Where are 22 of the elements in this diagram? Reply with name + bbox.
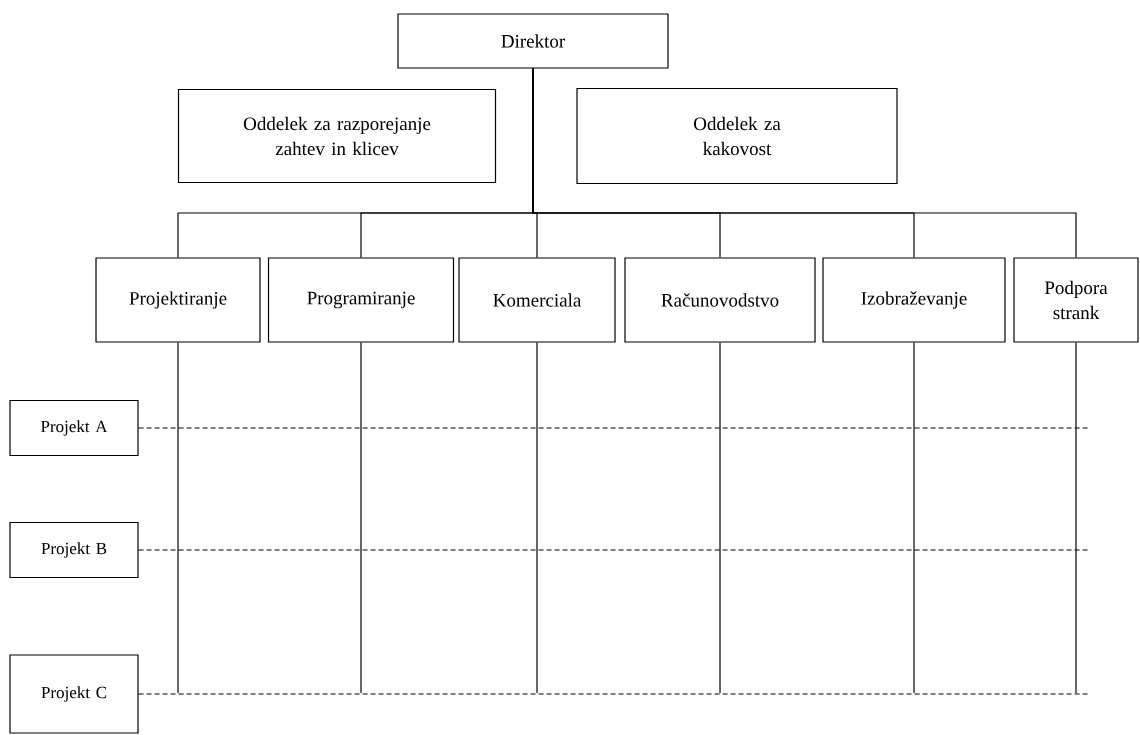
project-box: Projekt C [9, 654, 139, 734]
org-box: Oddelek za razporejanje zahtev in klicev [177, 88, 497, 184]
column-line [719, 342, 721, 694]
column-line [1075, 342, 1077, 694]
project-box: Projekt A [9, 399, 139, 457]
dashed-line [138, 693, 1089, 695]
org-box: Komerciala [458, 257, 616, 343]
dashed-line [138, 427, 1089, 429]
column-line [360, 342, 362, 694]
org-box: Projektiranje [95, 257, 261, 343]
org-box: Računovodstvo [624, 257, 816, 343]
column-line [177, 342, 179, 694]
org-box: Programiranje [267, 257, 455, 343]
project-box: Projekt B [9, 521, 139, 579]
org-box: Oddelek za kakovost [576, 87, 898, 185]
org-box: Podpora strank [1013, 257, 1139, 343]
column-line [913, 342, 915, 694]
column-line [536, 342, 538, 694]
connector-line [532, 68, 1077, 258]
org-box: Direktor [397, 13, 669, 69]
dashed-line [138, 549, 1089, 551]
org-box: Izobraževanje [822, 257, 1006, 343]
